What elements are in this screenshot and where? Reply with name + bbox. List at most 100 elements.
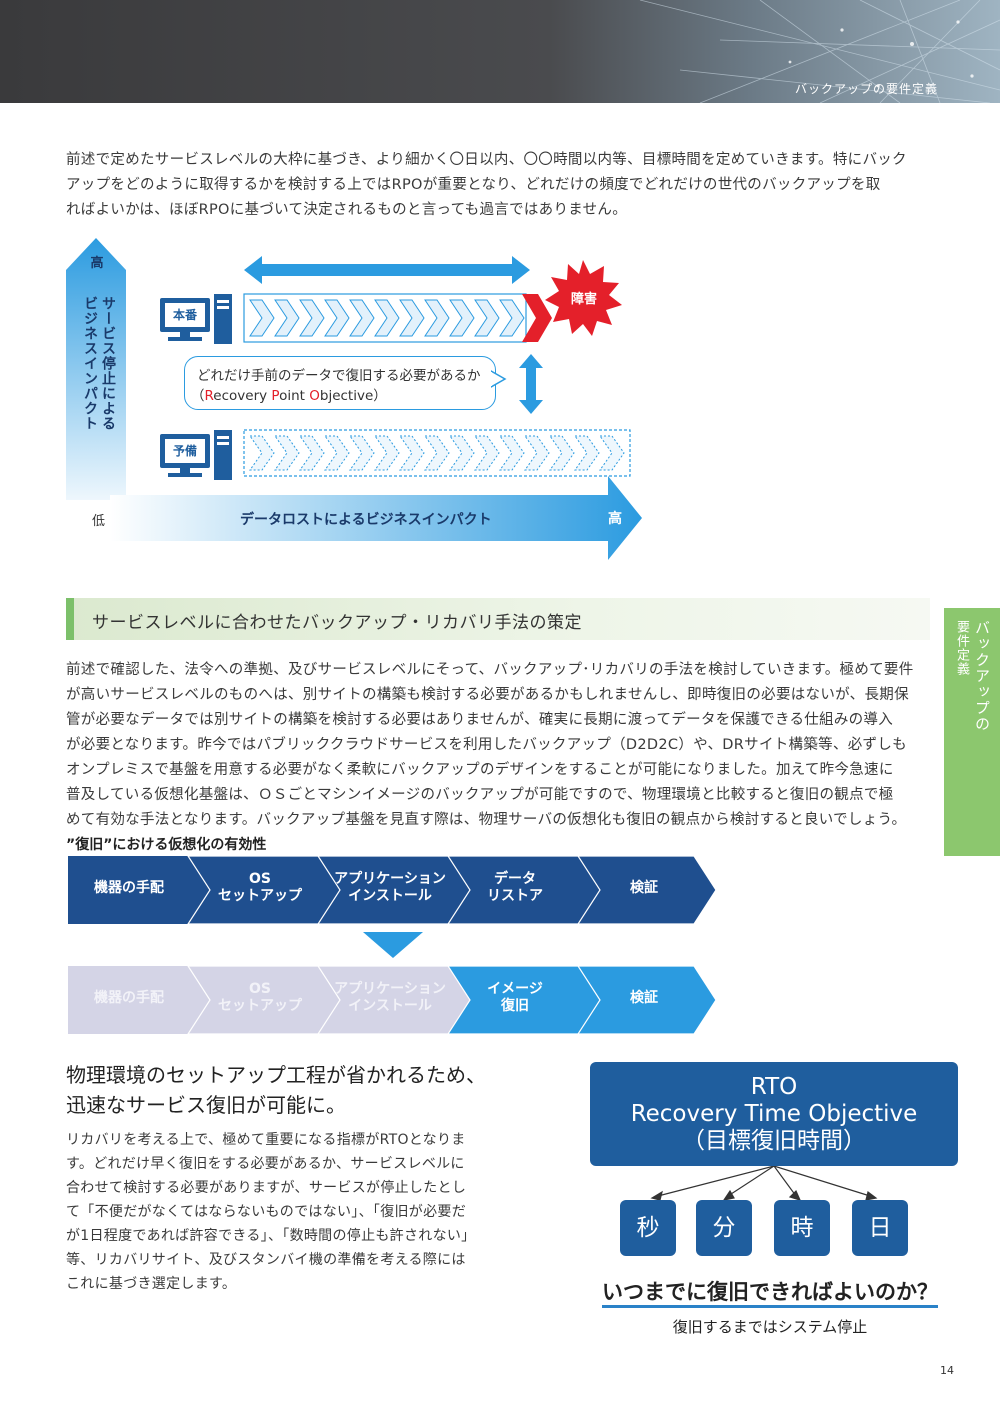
standby-backup-chevron [299,435,325,471]
body-line: 管が必要なデータでは別サイトの構築を検討する必要はありませんが、確実に長期に渡っ… [66,712,894,728]
standby-backup-chevron [374,435,400,471]
recovery-flow-diagram [68,855,717,1034]
standby-backup-track [243,429,631,477]
callout-letter-r: R [204,388,214,404]
gap-double-arrow [519,354,543,414]
rto-unit-hours: 時 [774,1200,830,1256]
standby-backup-chevron [599,435,625,471]
body-line: が高いサービスレベルのものへは、別サイトの構築も検討する必要があるかもしれません… [66,687,909,703]
rto-unit-seconds: 秒 [620,1200,676,1256]
production-backup-chevron [424,299,450,337]
vertical-axis-arrow [66,238,126,500]
callout-paren-close: ） [373,388,387,404]
standby-backup-chevron [324,435,350,471]
body-line: オンプレミスで基盤を用意する必要がなく柔軟にバックアップのデザインをすることが可… [66,762,894,778]
rto-box-line-2: Recovery Time Objective [630,1101,918,1127]
rto-line: が1日程度であれば許容できる」、「数時間の停止も許されない」 [66,1228,476,1244]
production-label: 本番 [172,308,197,322]
callout-paren-open: （ [191,388,205,404]
rto-branch-arrows [650,1166,878,1201]
standby-computer-icon [160,430,232,480]
callout-pointer [491,370,507,388]
production-backup-chevron [474,299,500,337]
flow-virtual-label-5: 検証 [630,990,658,1006]
rto-note: 復旧するまではシステム停止 [672,1318,868,1336]
subheading-bar [66,598,930,640]
standby-backup-chevron [424,435,450,471]
callout-line-1: どれだけ手前のデータで復旧する必要があるか [197,368,481,384]
flow-down-arrow [363,932,423,958]
vertical-axis-label-1: サービス停止による [100,296,116,431]
production-backup-chevron [249,299,275,337]
standby-backup-chevron [449,435,475,471]
span-double-arrow [244,256,530,284]
intro-paragraph: 前述で定めたサービスレベルの大枠に基づき、より細かく〇日以内、〇〇時間以内等、目… [66,148,946,223]
body-paragraph: 前述で確認した、法令への準拠、及びサービスレベルにそって、バックアップ･リカバリ… [66,658,946,833]
standby-backup-chevron [549,435,575,471]
production-backup-chevron [274,299,300,337]
standby-backup-chevron [349,435,375,471]
rto-line: リカバリを考える上で、極めて重要になる指標がRTOとなりま [66,1132,466,1148]
production-backup-chevron [299,299,325,337]
rpo-callout: どれだけ手前のデータで復旧する必要があるか （Recovery Point Ob… [184,356,507,410]
production-backup-chevron [324,299,350,337]
rto-question-text: いつまでに復旧できればよいのか？ [602,1280,938,1308]
body-line: 前述で確認した、法令への準拠、及びサービスレベルにそって、バックアップ･リカバリ… [66,662,914,678]
rto-definition-box: RTO Recovery Time Objective （目標復旧時間） [590,1062,958,1166]
rto-unit-minutes: 分 [696,1200,752,1256]
flow-physical-label-1: 機器の手配 [94,880,164,896]
benefit-heading-line: 物理環境のセットアップ工程が省かれるため、 [66,1063,486,1087]
flow-virtual-step-5 [576,965,717,1034]
flow-physical-step-5 [576,855,717,925]
production-backup-chevron [349,299,375,337]
subheading-title: サービスレベルに合わせたバックアップ・リカバリ手法の策定 [92,613,582,633]
standby-backup-chevron [249,435,275,471]
intro-line: 前述で定めたサービスレベルの大枠に基づき、より細かく〇日以内、〇〇時間以内等、目… [66,152,907,168]
body-line: が必要となります。昨今ではパブリッククラウドサービスを利用したバックアップ（D2… [66,737,907,753]
callout-word-objective: bjective [319,388,374,404]
body-line: 普及している仮想化基盤は、ＯＳごとマシンイメージのバックアップが可能ですので、物… [66,787,894,803]
rto-box-line-1: RTO [750,1074,798,1100]
horizontal-axis-arrow [110,476,642,560]
intro-line: アップをどのように取得するかを検討する上ではRPOが重要となり、どれだけの頻度で… [66,177,881,193]
standby-backup-chevron [399,435,425,471]
flow-virtual-label-1: 機器の手配 [94,990,164,1006]
production-computer-icon [160,294,232,344]
standby-label: 予備 [172,444,197,458]
body-line: めて有効な手法となります。バックアップ基盤を見直す際は、物理サーバの仮想化も復旧… [66,812,907,828]
standby-backup-chevron [274,435,300,471]
rto-question: いつまでに復旧できればよいのか？ [580,1276,960,1308]
rto-unit-days: 日 [852,1200,908,1256]
callout-letter-p: P [271,388,280,404]
header-section-title: バックアップの要件定義 [794,82,938,96]
vertical-axis-label-2: ビジネスインパクト [82,296,98,431]
callout-letter-o: O [309,388,320,404]
production-failure-chevron [522,294,552,342]
benefit-heading-line: 迅速なサービス復旧が可能に。 [66,1093,346,1117]
page-number: 14 [940,1364,954,1377]
page-header: バックアップの要件定義 [0,0,1000,103]
horizontal-axis-high-label: 高 [608,511,622,527]
flow-physical-label-5: 検証 [630,880,658,896]
rto-box-line-3: （目標復旧時間） [682,1128,866,1154]
production-backup-chevron [399,299,425,337]
rto-line: これに基づき選定します。 [66,1276,237,1292]
side-tab: バックアップの 要件定義 [944,608,1000,856]
standby-backup-chevron [474,435,500,471]
intro-line: ればよいかは、ほぼRPOに基づいて決定されるものと言っても過言ではありません。 [66,202,628,218]
rto-paragraph: リカバリを考える上で、極めて重要になる指標がRTOとなりま す。どれだけ早く復旧… [66,1128,516,1296]
callout-word-point: oint [279,388,310,404]
rto-line: 合わせて検討する必要がありますが、サービスが停止したとし [66,1180,467,1196]
standby-backup-chevron [524,435,550,471]
production-backup-track [243,293,552,343]
flow-physical-label-3: アプリケーションインストール [334,871,446,904]
virtualization-title: ”復旧”における仮想化の有効性 [66,837,267,853]
callout-word-recovery: ecovery [213,388,272,404]
vertical-axis-high-label: 高 [90,256,104,271]
failure-starburst-icon [545,260,622,336]
failure-label: 障害 [570,292,597,307]
side-tab-line-1: バックアップの [973,620,991,732]
flow-virtual-label-4: イメージ復旧 [487,981,543,1014]
